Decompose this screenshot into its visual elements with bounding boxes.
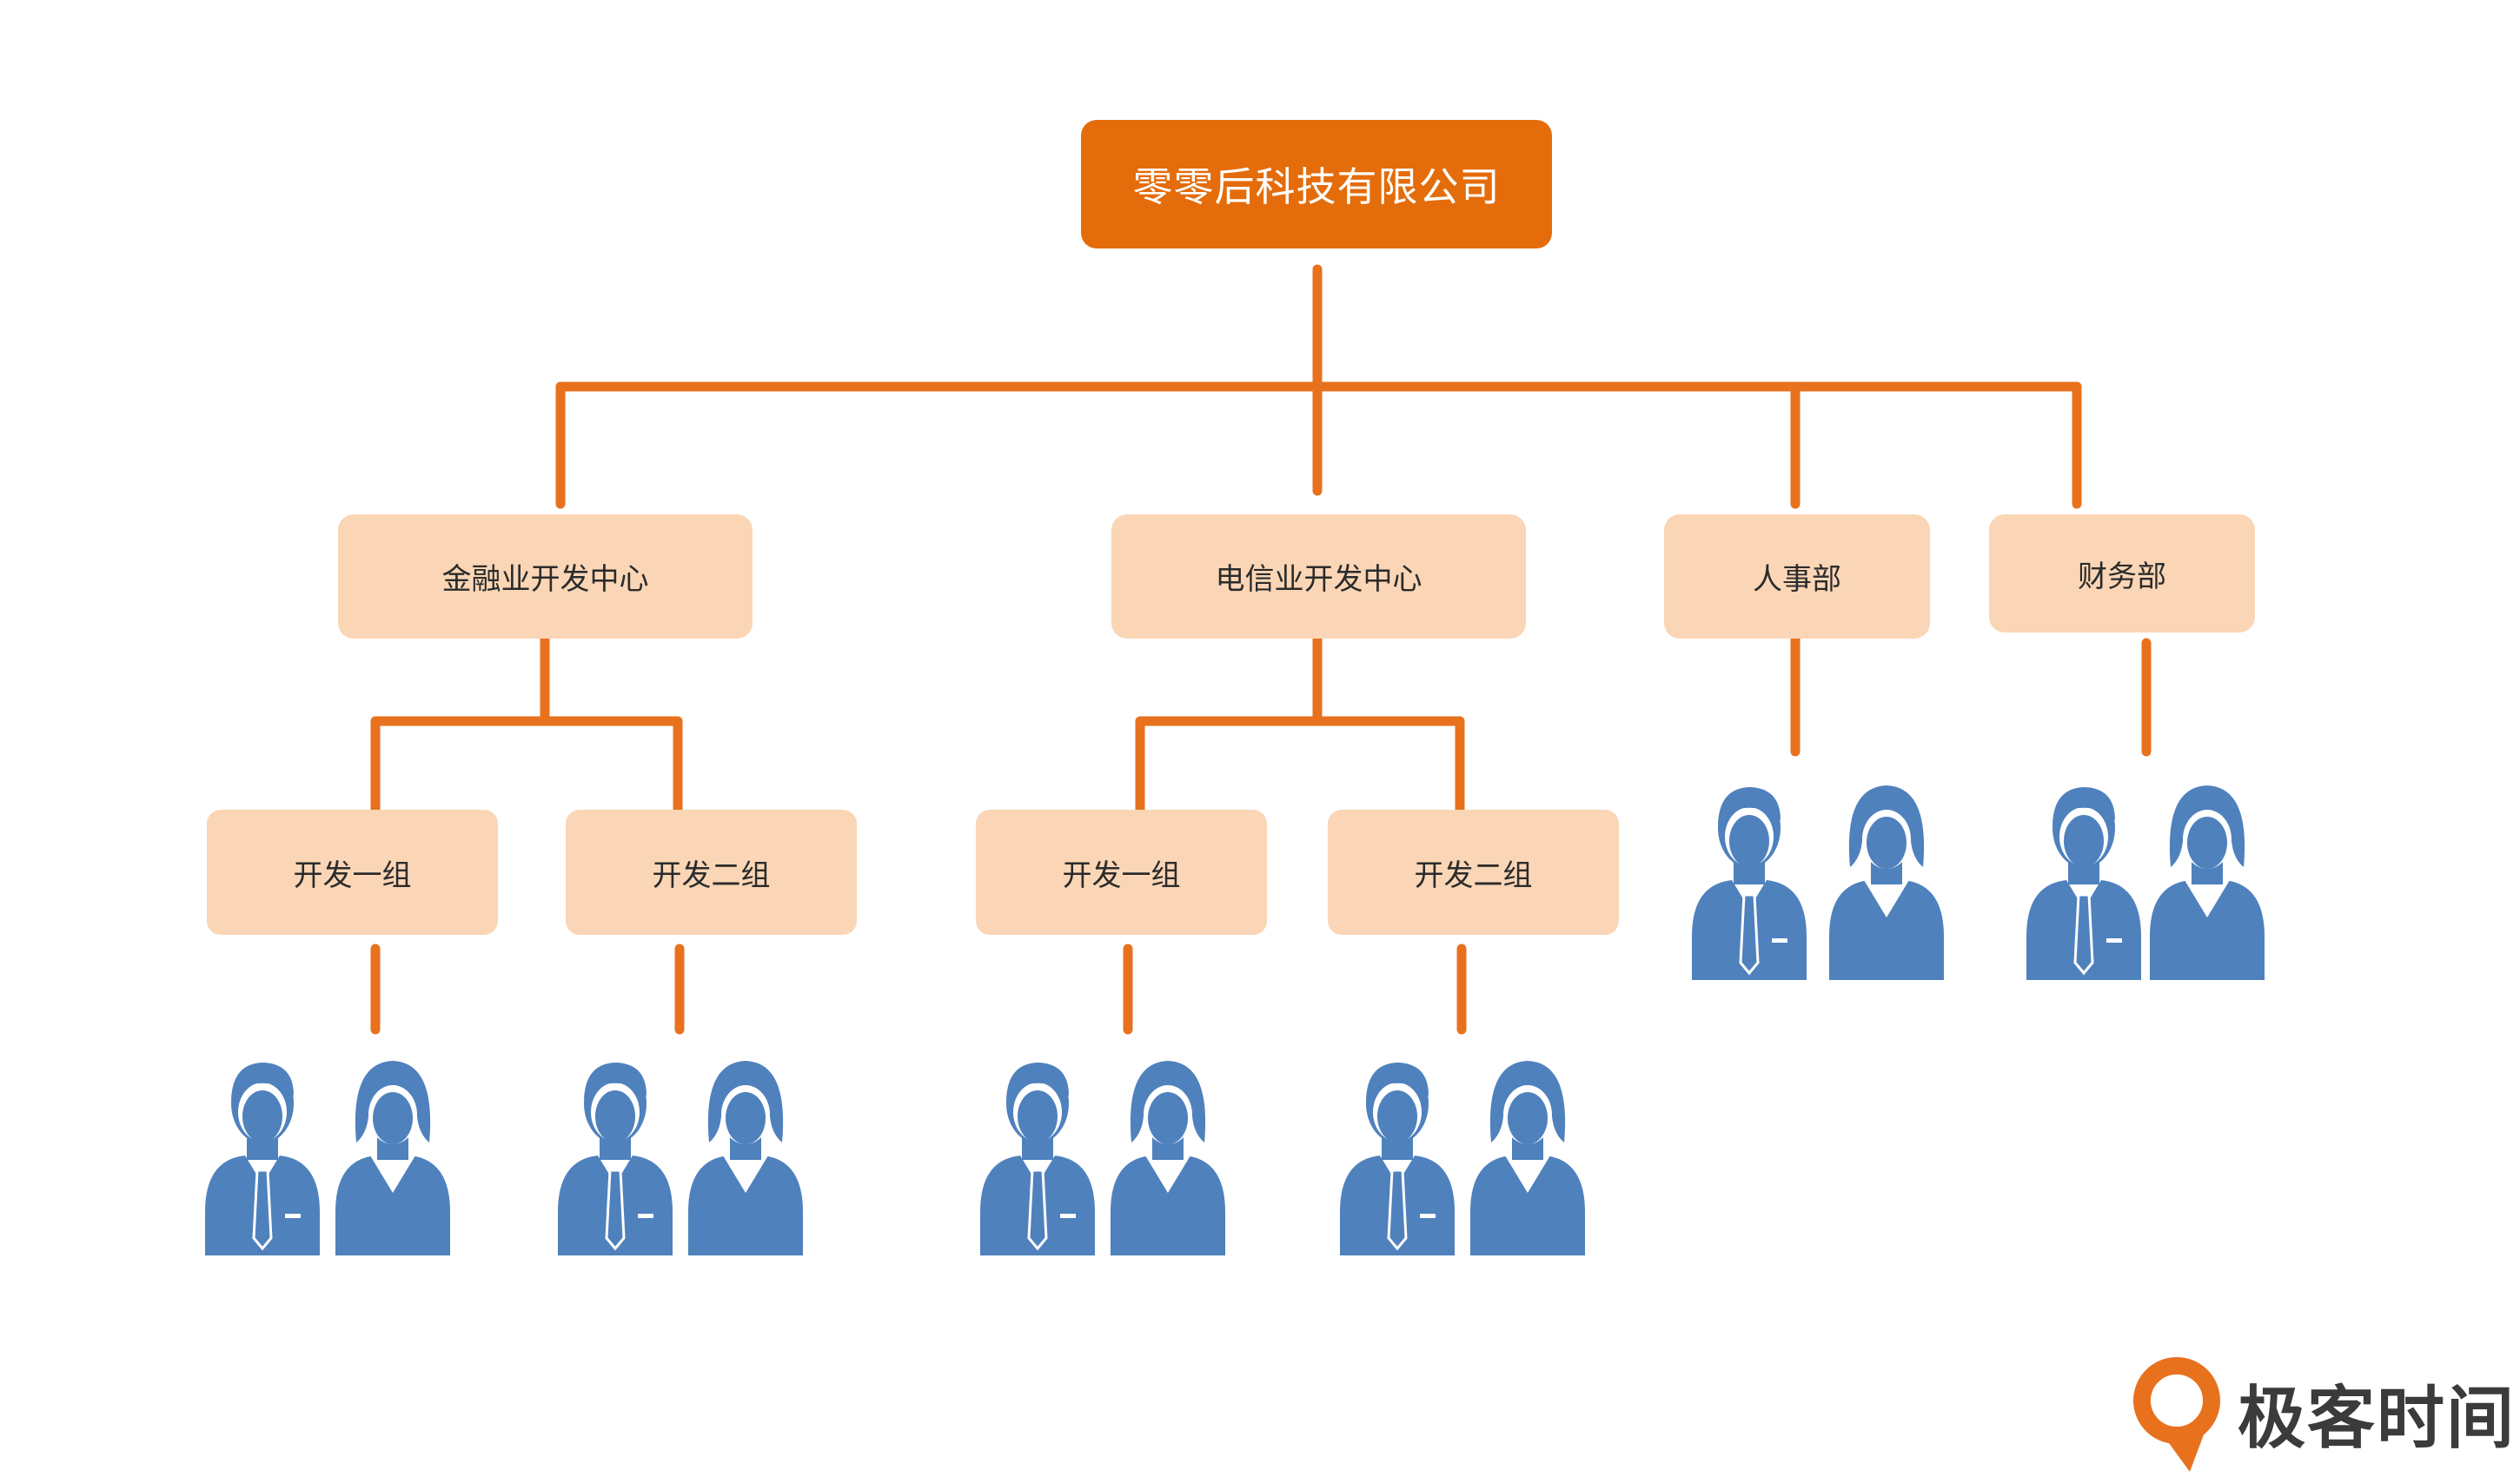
node-telecom-dev-center-label: 电信业开发中心	[1215, 562, 1422, 597]
root-node: 零零后科技有限公司	[1081, 120, 1552, 248]
node-finance-dept-label: 财务部	[2078, 559, 2166, 594]
node-finance-group-1-label: 开发一组	[293, 858, 412, 893]
node-telecom-dev-center: 电信业开发中心	[1111, 514, 1526, 639]
node-hr-dept: 人事部	[1664, 514, 1930, 639]
connector-telecom-branch	[1135, 631, 1465, 815]
connector-finance-branch	[370, 631, 683, 815]
node-telecom-group-1: 开发一组	[976, 810, 1267, 935]
node-finance-group-2-label: 开发二组	[652, 858, 771, 893]
node-telecom-group-1-label: 开发一组	[1062, 858, 1181, 893]
node-finance-group-2: 开发二组	[566, 810, 857, 935]
node-finance-dept: 财务部	[1989, 514, 2255, 633]
root-node-label: 零零后科技有限公司	[1132, 163, 1501, 210]
logo-text: 极客时间	[2238, 1380, 2517, 1458]
node-finance-dev-center-label: 金融业开发中心	[441, 562, 649, 597]
node-hr-dept-label: 人事部	[1753, 562, 1841, 597]
node-telecom-group-2-label: 开发二组	[1414, 858, 1533, 893]
node-telecom-group-2: 开发二组	[1328, 810, 1619, 935]
node-finance-group-1: 开发一组	[207, 810, 498, 935]
node-finance-dev-center: 金融业开发中心	[338, 514, 753, 639]
